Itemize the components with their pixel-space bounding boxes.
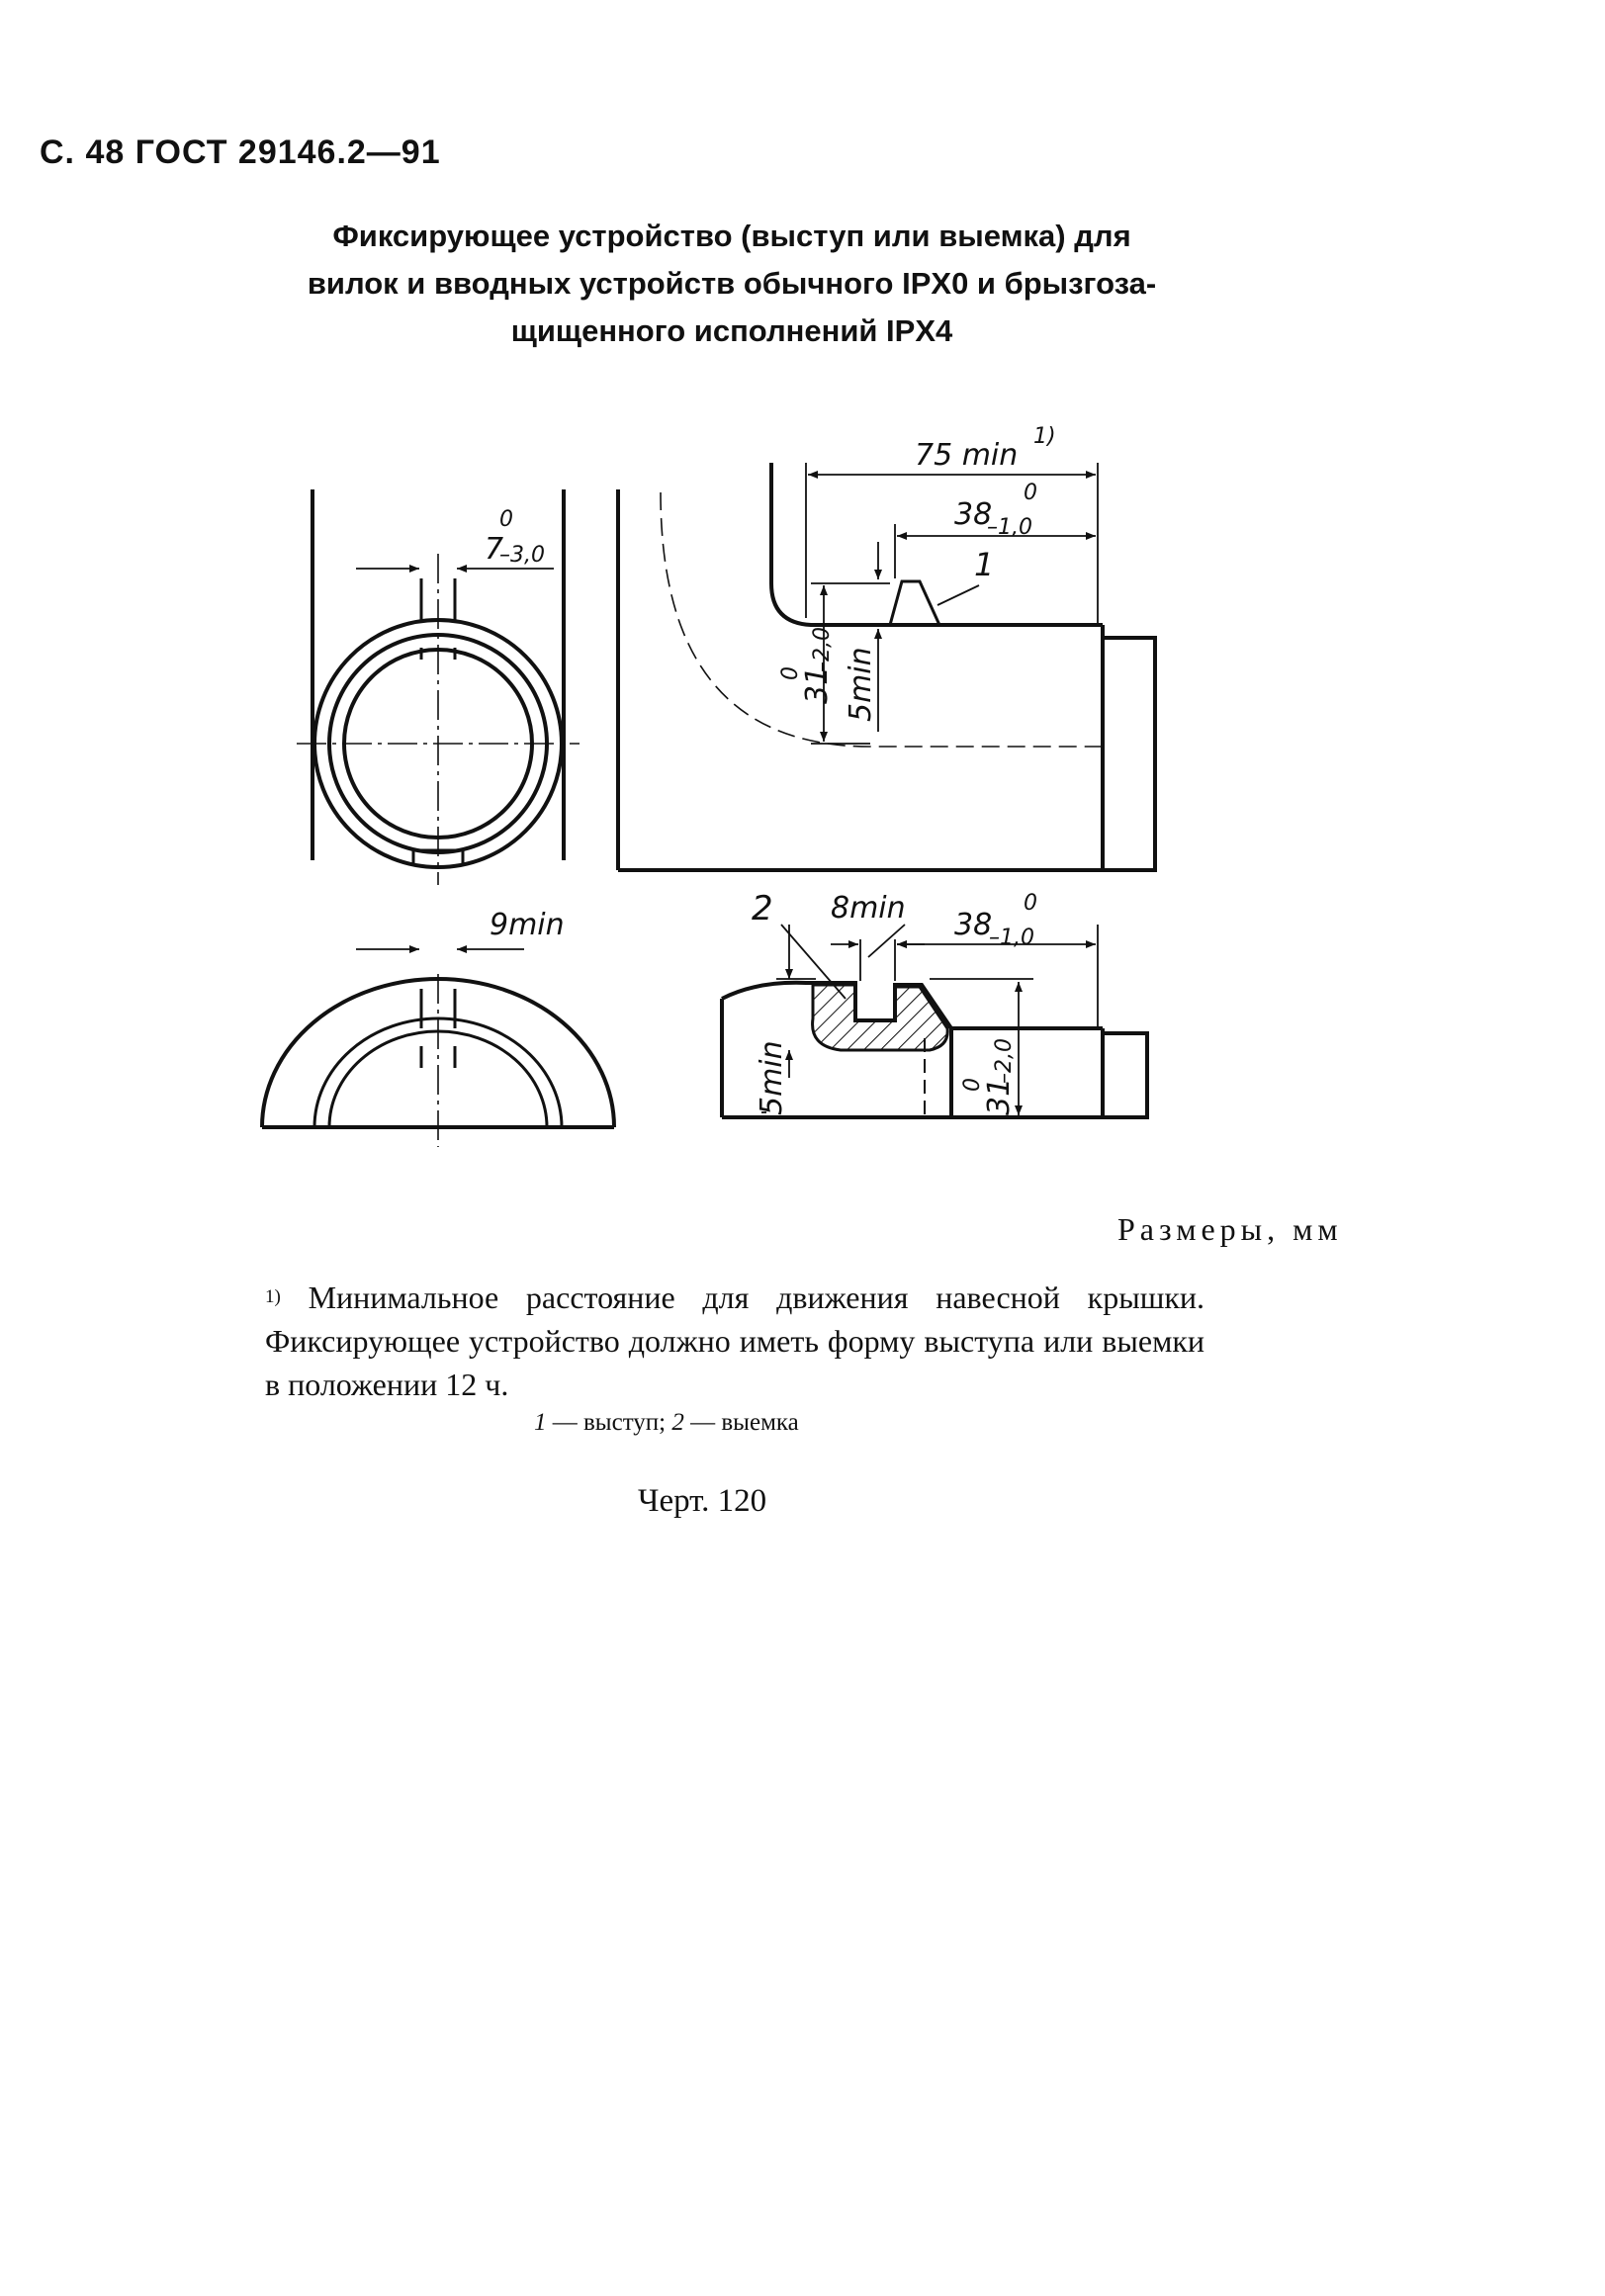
figure-title: Фиксирующее устройство (выступ или выемк…	[237, 213, 1226, 355]
dim-31-left: 31	[800, 666, 835, 704]
technical-drawing: 75 min 1) 38 0 –1,0 7 0 –3,0 1 31 0 –2,0…	[260, 424, 1157, 1147]
callout-2: 2	[752, 889, 773, 928]
dim-31-right-sub: –2,0	[992, 1038, 1017, 1084]
title-line-3: щищенного исполнений IPX4	[510, 313, 953, 348]
dim-38-top: 38	[954, 497, 992, 532]
arc-view	[260, 974, 616, 1147]
dim-31-left-sup: 0	[778, 666, 803, 680]
dim-31-left-sub: –2,0	[810, 627, 835, 672]
callout-1: 1	[974, 546, 994, 583]
dim-5min-bottom: 5min	[755, 1040, 789, 1115]
dim-8min: 8min	[831, 891, 906, 926]
dim-9min: 9min	[490, 908, 565, 942]
front-view	[297, 489, 580, 885]
dim-38-top-sub: –1,0	[987, 515, 1032, 540]
dim-7: 7	[485, 532, 503, 567]
dim-38-bottom: 38	[954, 908, 992, 942]
legend-num-1: 1	[534, 1409, 547, 1436]
legend-num-2: 2	[671, 1409, 684, 1436]
title-line-2: вилок и вводных устройств обычного IPX0 …	[307, 266, 1157, 301]
dim-38-bottom-sup: 0	[1024, 891, 1037, 916]
recess-hatching	[811, 983, 949, 1052]
figure-label: Черт. 120	[638, 1483, 767, 1519]
footnote-text: Минимальное расстояние для движения наве…	[265, 1280, 1204, 1402]
footnote-mark: 1)	[265, 1286, 281, 1307]
dim-5min-top: 5min	[844, 647, 878, 722]
dim-31-right-sup: 0	[960, 1078, 985, 1092]
legend-text-1: — выступ;	[552, 1409, 667, 1436]
title-line-1: Фиксирующее устройство (выступ или выемк…	[332, 219, 1131, 253]
dim-31-right: 31	[982, 1078, 1017, 1115]
legend: 1 — выступ; 2 — выемка	[534, 1409, 799, 1437]
side-view	[616, 463, 1157, 872]
dim-75min-note: 1)	[1033, 424, 1056, 449]
units-label: Размеры, мм	[1117, 1211, 1343, 1247]
dim-38-bottom-sub: –1,0	[989, 926, 1034, 950]
dim-7-sub: –3,0	[499, 543, 545, 568]
dim-7-sup: 0	[499, 507, 513, 532]
dim-75min: 75 min	[915, 438, 1018, 473]
footnote: 1) Минимальное расстояние для движения н…	[265, 1276, 1204, 1406]
page-header: С. 48 ГОСТ 29146.2—91	[40, 133, 441, 171]
legend-text-2: — выемка	[690, 1409, 799, 1436]
dim-38-top-sup: 0	[1024, 481, 1037, 505]
